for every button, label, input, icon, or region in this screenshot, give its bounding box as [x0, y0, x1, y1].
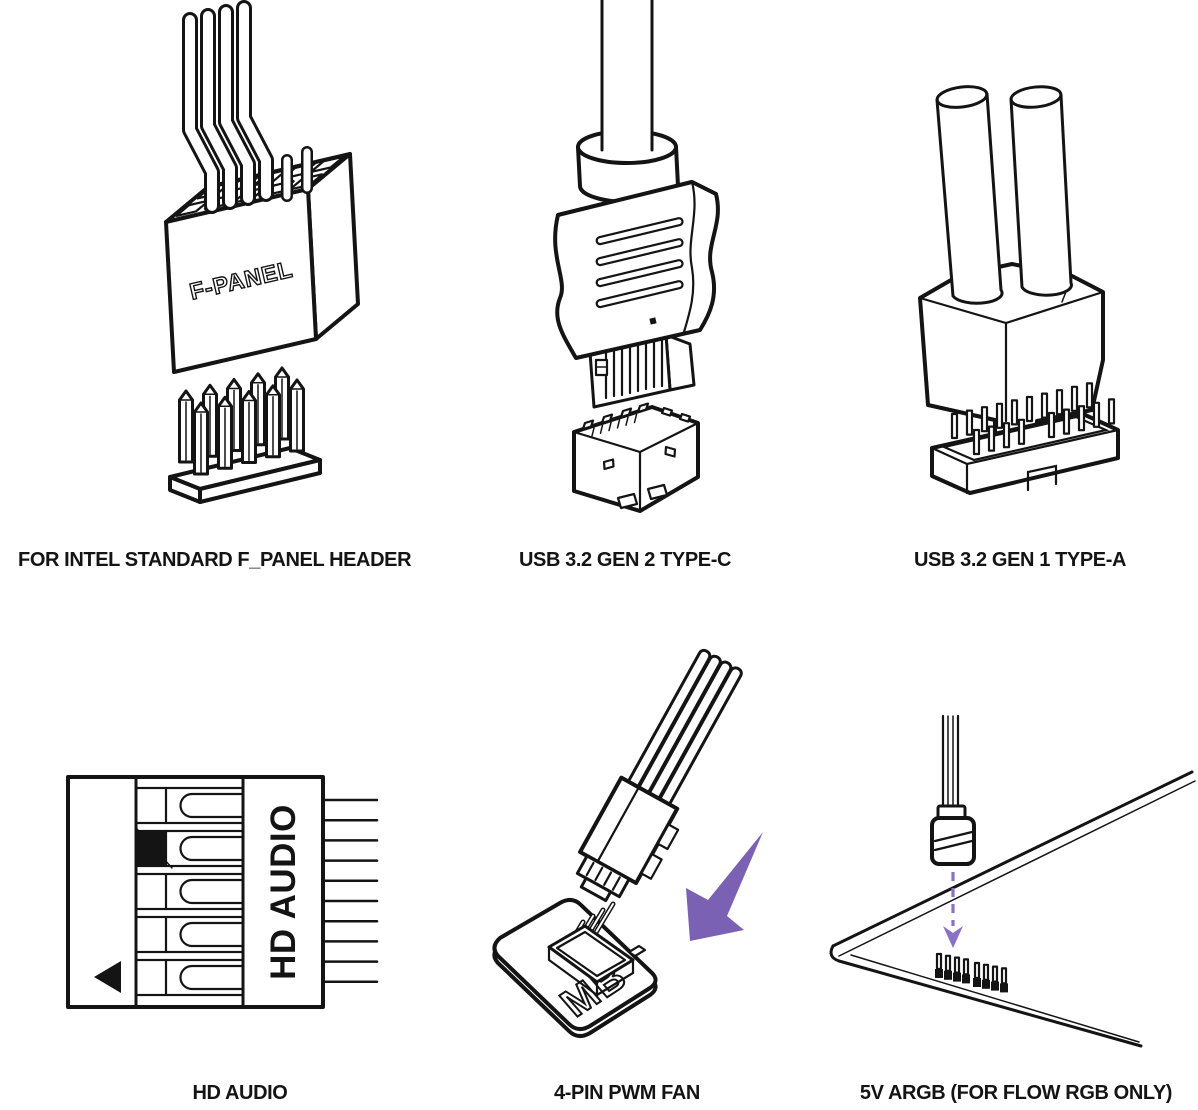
caption-pwm-fan: 4-PIN PWM FAN: [554, 1082, 700, 1104]
argb-dashed-arrow-icon: [943, 872, 963, 948]
illustration-f-panel-connector: F-PANEL: [164, 0, 360, 504]
usb-a-socket: [930, 382, 1120, 495]
caption-hd-audio: HD AUDIO: [192, 1082, 288, 1104]
caption-usb-a: USB 3.2 GEN 1 TYPE-A: [913, 549, 1127, 571]
usb-c-plug: [553, 0, 720, 409]
f-panel-wires: [182, 0, 313, 214]
usb-c-grip-vents: [595, 217, 684, 309]
hd-audio-wires: [322, 798, 379, 984]
pwm-plug: [575, 648, 743, 903]
caption-f-panel: FOR INTEL STANDARD F_PANEL HEADER: [18, 549, 412, 571]
hd-audio-diagram-label: HD AUDIO: [264, 804, 303, 980]
illustration-usb-a-connector: [918, 85, 1120, 495]
illustration-usb-c-connector: [553, 0, 720, 513]
illustration-pwm-fan-connector: MB: [492, 648, 763, 1038]
f-panel-plug: F-PANEL: [164, 0, 360, 374]
f-panel-pin-header: [168, 366, 322, 504]
fan-header: [547, 901, 647, 998]
usb-a-cables: [935, 85, 1073, 305]
illustration-argb-connector: [829, 714, 1196, 1048]
argb-cable-connector: [930, 714, 976, 866]
usb-c-cable: [600, 0, 654, 152]
caption-argb: 5V ARGB (FOR FLOW RGB ONLY): [859, 1082, 1173, 1104]
hd-audio-blocked-pin: [137, 831, 166, 866]
hd-audio-key-triangle: [94, 961, 121, 993]
motherboard-plane: [829, 770, 1196, 1048]
purple-arrow-icon: [686, 832, 763, 941]
illustration-hd-audio-connector: HD AUDIO: [66, 775, 379, 1009]
mb-plate: MB: [492, 898, 658, 1038]
usb-c-socket: [572, 402, 700, 513]
caption-usb-c: USB 3.2 GEN 2 TYPE-C: [518, 549, 732, 571]
argb-pin-headers: [935, 952, 1008, 993]
